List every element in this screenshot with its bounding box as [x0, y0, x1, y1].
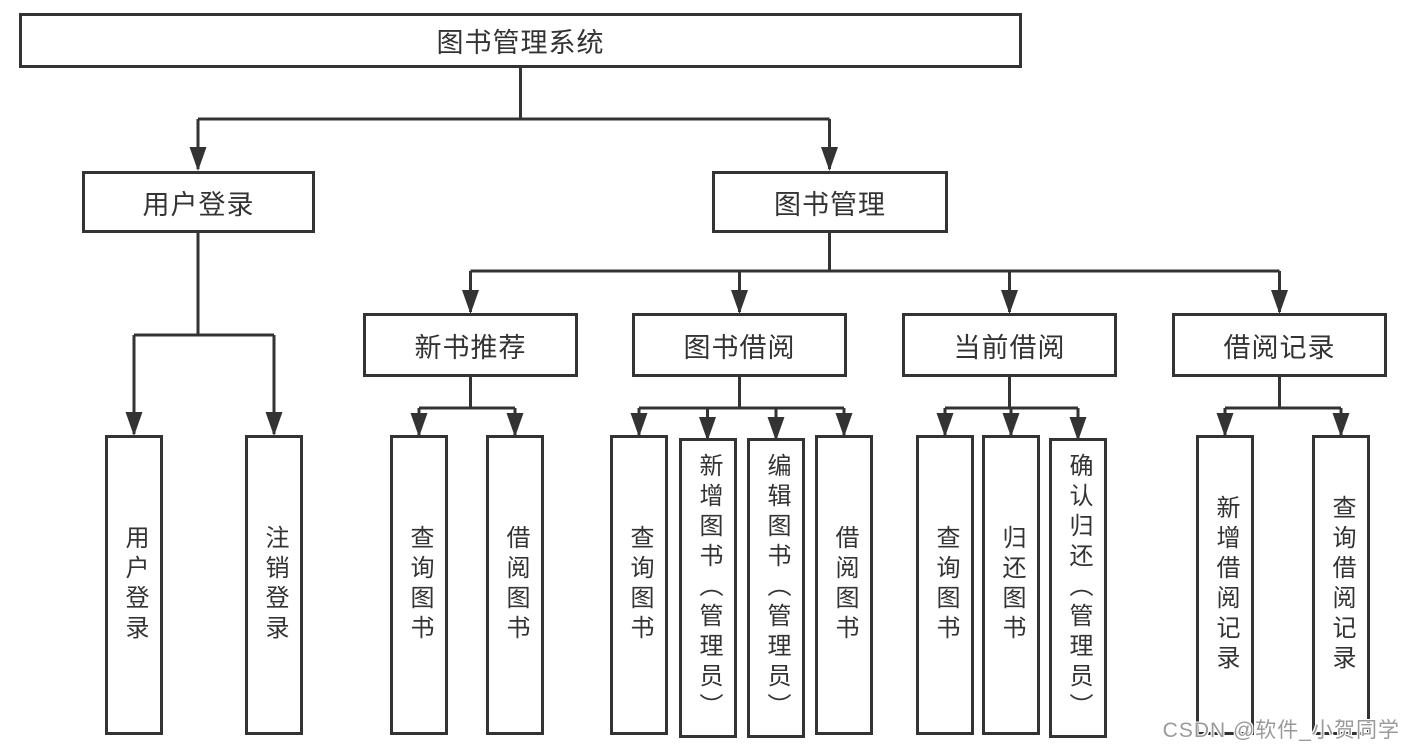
- leaf-query-books-borrowing-label: 查询图书: [626, 525, 653, 645]
- csdn-watermark: CSDN @软件_小贺同学: [1162, 719, 1400, 742]
- arrowhead-icon: [1332, 413, 1350, 437]
- arrowhead-icon: [410, 413, 428, 437]
- leaf-borrow-books-recommend: 借阅图书: [486, 435, 544, 735]
- leaf-query-books-current-label: 查询图书: [932, 525, 959, 645]
- arrowhead-icon: [462, 290, 479, 314]
- node-book-borrowing: 图书借阅: [632, 313, 847, 377]
- leaf-query-books-current: 查询图书: [916, 435, 974, 735]
- node-new-book-recommend: 新书推荐: [363, 313, 578, 377]
- leaf-query-books-recommend-label: 查询图书: [406, 525, 433, 645]
- arrowhead-icon: [506, 413, 524, 437]
- leaf-confirm-return-admin-label: 确认归还（管理员）: [1065, 453, 1092, 723]
- arrowhead-icon: [1001, 290, 1018, 314]
- arrowhead-icon: [936, 413, 954, 437]
- arrowhead-icon: [731, 290, 748, 314]
- node-user-login-label: 用户登录: [142, 189, 255, 220]
- node-book-management-label: 图书管理: [774, 189, 886, 220]
- leaf-query-borrow-record: 查询借阅记录: [1312, 435, 1370, 735]
- leaf-edit-books-admin: 编辑图书（管理员）: [747, 438, 805, 738]
- leaf-query-books-borrowing: 查询图书: [610, 435, 668, 735]
- connector-new-book-recommend-to-leaves: [417, 375, 517, 435]
- leaf-logout: 注销登录: [245, 435, 303, 735]
- leaf-add-books-admin-label: 新增图书（管理员）: [695, 453, 722, 723]
- connector-root-to-level2: [196, 66, 831, 169]
- arrowhead-icon: [125, 412, 143, 436]
- arrowhead-icon: [265, 412, 283, 436]
- leaf-edit-books-admin-label: 编辑图书（管理员）: [763, 453, 790, 723]
- arrowhead-icon: [767, 417, 785, 441]
- arrowhead-icon: [1271, 290, 1288, 314]
- leaf-borrow-books-borrowing: 借阅图书: [815, 435, 873, 735]
- leaf-add-borrow-record-label: 新增借阅记录: [1212, 495, 1239, 675]
- arrowhead-icon: [189, 147, 207, 171]
- node-book-borrowing-label: 图书借阅: [683, 332, 796, 363]
- leaf-user-login-label: 用户登录: [121, 525, 148, 645]
- leaf-borrow-books-borrowing-label: 借阅图书: [831, 525, 858, 645]
- node-book-management: 图书管理: [712, 171, 948, 233]
- leaf-return-books: 归还图书: [982, 435, 1040, 735]
- arrowhead-icon: [835, 413, 853, 437]
- connector-borrowing-records-to-leaves: [1223, 375, 1343, 435]
- arrowhead-icon: [1216, 413, 1234, 437]
- node-borrowing-records: 借阅记录: [1172, 313, 1387, 377]
- arrowhead-icon: [699, 417, 716, 441]
- node-root: 图书管理系统: [19, 13, 1022, 68]
- connector-book-management-to-level3: [469, 231, 1281, 312]
- leaf-add-borrow-record: 新增借阅记录: [1196, 435, 1254, 735]
- leaf-user-login: 用户登录: [105, 435, 163, 735]
- leaf-add-books-admin: 新增图书（管理员）: [679, 438, 737, 738]
- connector-user-login-to-leaves: [132, 231, 276, 434]
- node-root-label: 图书管理系统: [436, 28, 605, 58]
- leaf-logout-label: 注销登录: [261, 525, 288, 645]
- arrowhead-icon: [821, 147, 838, 171]
- node-borrowing-records-label: 借阅记录: [1223, 332, 1336, 363]
- leaf-return-books-label: 归还图书: [998, 525, 1025, 645]
- arrowhead-icon: [1002, 413, 1020, 437]
- leaf-query-books-recommend: 查询图书: [390, 435, 448, 735]
- node-user-login: 用户登录: [82, 171, 315, 233]
- leaf-borrow-books-recommend-label: 借阅图书: [502, 525, 529, 645]
- arrowhead-icon: [1069, 417, 1087, 441]
- arrowhead-icon: [630, 413, 648, 437]
- leaf-confirm-return-admin: 确认归还（管理员）: [1049, 438, 1107, 738]
- connector-book-borrowing-to-leaves: [637, 375, 846, 439]
- node-new-book-recommend-label: 新书推荐: [414, 332, 527, 363]
- node-current-borrowing-label: 当前借阅: [953, 332, 1066, 363]
- leaf-query-borrow-record-label: 查询借阅记录: [1328, 495, 1355, 675]
- node-current-borrowing: 当前借阅: [902, 313, 1117, 377]
